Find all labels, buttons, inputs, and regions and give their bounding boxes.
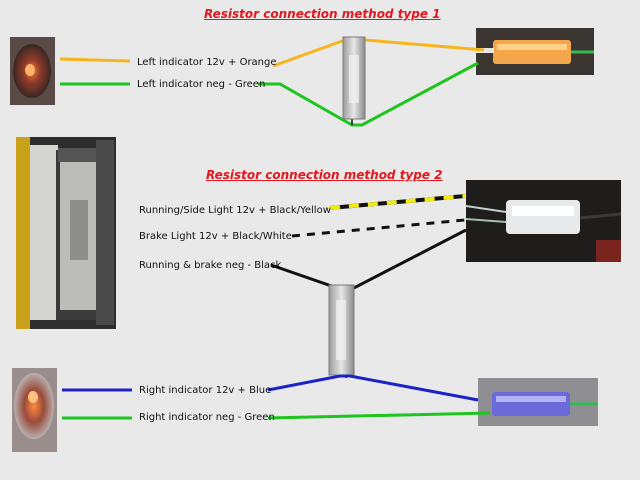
wire-left-orange-stub xyxy=(60,59,130,61)
connector-orange-icon xyxy=(476,28,594,75)
wire-left-indicator-orange xyxy=(273,40,484,66)
wire-right-indicator-blue-2 xyxy=(268,376,478,400)
connector-white-icon xyxy=(466,180,621,262)
label-running-brake-neg: Running & brake neg - Black xyxy=(139,260,281,272)
wire-running-black-yellow xyxy=(330,196,465,208)
wire-right-indicator-green-2 xyxy=(268,413,490,418)
title-method-type1: Resistor connection method type 1 xyxy=(204,7,441,21)
label-left-indicator-positive: Left indicator 12v + Orange xyxy=(137,57,277,69)
right-indicator-icon xyxy=(12,368,57,452)
title-method-type2: Resistor connection method type 2 xyxy=(206,168,443,182)
label-right-indicator-negative: Right indicator neg - Green xyxy=(139,412,275,424)
left-indicator-icon xyxy=(10,37,55,105)
label-running-side-light: Running/Side Light 12v + Black/Yellow xyxy=(139,205,331,217)
wire-left-indicator-green-2 xyxy=(258,63,478,125)
wire-brake-black-white xyxy=(292,220,465,236)
label-brake-light: Brake Light 12v + Black/White xyxy=(139,231,292,243)
label-right-indicator-positive: Right indicator 12v + Blue xyxy=(139,385,271,397)
tail-light-icon xyxy=(16,137,116,329)
resistor-type1-icon xyxy=(343,37,365,125)
resistor-type2-icon xyxy=(329,285,354,378)
wire-neg-black xyxy=(271,230,466,290)
label-left-indicator-negative: Left indicator neg - Green xyxy=(137,79,265,91)
connector-blue-icon xyxy=(478,378,598,426)
